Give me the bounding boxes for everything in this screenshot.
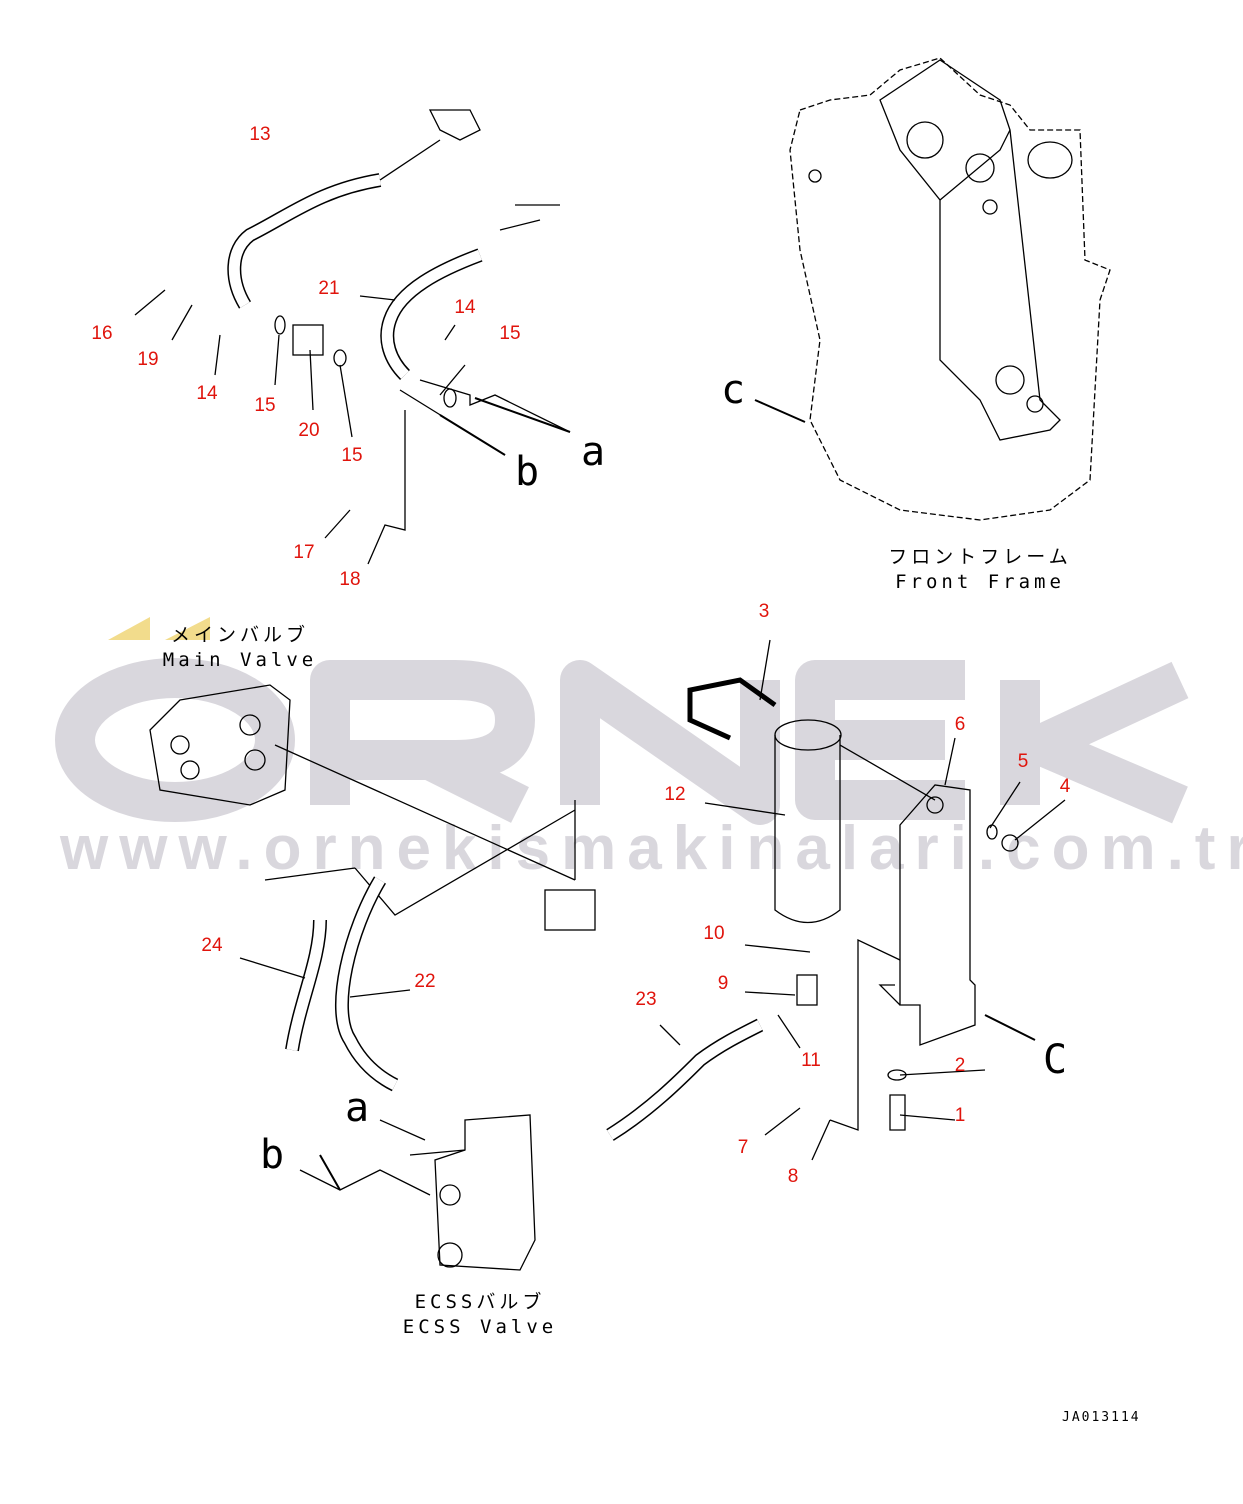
direction-arrows — [319, 397, 1036, 1191]
nut-4 — [1001, 834, 1019, 852]
view-letter-c-target: C — [1042, 1037, 1068, 1083]
o-ring-15 — [274, 315, 286, 335]
hose-22 — [334, 876, 399, 1092]
leader-lines-main-valve — [264, 744, 576, 916]
callout-22: 22 — [414, 971, 436, 992]
leader-lines-ecss — [299, 1119, 466, 1196]
caption-main-valve: メインバルブ Main Valve — [163, 623, 317, 673]
front-frame-drawing — [789, 57, 1111, 521]
o-ring-15 — [333, 349, 347, 367]
caption-ecss-valve-en: ECSS Valve — [402, 1316, 558, 1338]
view-letter-a-target: a — [344, 1085, 370, 1131]
washer-2 — [887, 1069, 907, 1081]
hose-21 — [380, 248, 483, 380]
callout-15: 15 — [254, 395, 276, 416]
o-ring-15 — [443, 388, 457, 408]
watermark-logo-letter — [560, 660, 780, 825]
callout-7: 7 — [737, 1137, 749, 1158]
callout-10: 10 — [703, 923, 725, 944]
callout-19: 19 — [137, 349, 159, 370]
callout-17: 17 — [293, 542, 315, 563]
callout-1: 1 — [954, 1105, 966, 1126]
view-letter-c: c — [720, 367, 746, 413]
watermark-url: www.ornekismakinalari.com.tr — [60, 814, 1243, 883]
callout-23: 23 — [635, 989, 657, 1010]
fitting-9 — [796, 974, 818, 1006]
callout-4: 4 — [1059, 776, 1071, 797]
watermark-logo-letter — [310, 660, 535, 823]
view-letter-a: a — [580, 429, 606, 475]
elbow-fitting — [544, 889, 596, 931]
callout-13: 13 — [249, 124, 271, 145]
caption-ecss-valve: ECSSバルブ ECSS Valve — [403, 1290, 557, 1340]
watermark-logo-letter — [795, 660, 965, 820]
callout-2: 2 — [954, 1055, 966, 1076]
caption-front-frame-jp: フロントフレーム — [888, 546, 1072, 568]
accumulator-drawing — [687, 677, 842, 923]
watermark-logo-letter — [1000, 661, 1189, 824]
flange-20 — [292, 324, 324, 356]
callout-15: 15 — [341, 445, 363, 466]
caption-front-frame: フロントフレーム Front Frame — [888, 545, 1071, 595]
callout-8: 8 — [787, 1166, 799, 1187]
callout-21: 21 — [318, 278, 340, 299]
callout-12: 12 — [664, 784, 686, 805]
callout-14: 14 — [196, 383, 218, 404]
caption-main-valve-en: Main Valve — [162, 649, 318, 671]
leader-lines-right — [704, 639, 1066, 1161]
caption-main-valve-jp: メインバルブ — [170, 624, 310, 646]
callout-24: 24 — [201, 935, 223, 956]
callout-16: 16 — [91, 323, 113, 344]
caption-ecss-valve-jp: ECSSバルブ — [414, 1291, 546, 1313]
ecss-valve-drawing — [434, 1114, 536, 1271]
callout-20: 20 — [298, 420, 320, 441]
leader-lines-top — [134, 289, 571, 565]
bolt-1 — [889, 1094, 906, 1131]
hose-13 — [227, 173, 382, 309]
callout-15: 15 — [499, 323, 521, 344]
callout-11: 11 — [801, 1050, 821, 1071]
callout-3: 3 — [758, 601, 770, 622]
hose-24 — [285, 919, 327, 1052]
watermark-accent-mark — [108, 617, 150, 640]
view-letter-b-target: b — [259, 1132, 285, 1178]
drawing-id: JA013114 — [1062, 1410, 1141, 1425]
callout-6: 6 — [954, 714, 966, 735]
watermark-accent-mark — [165, 617, 210, 640]
bracket-6 — [878, 784, 976, 1046]
view-letter-b: b — [514, 449, 540, 495]
callout-9: 9 — [717, 973, 729, 994]
callout-5: 5 — [1017, 751, 1029, 772]
hose-23 — [606, 1018, 764, 1141]
callout-14: 14 — [454, 297, 476, 318]
fittings-top — [379, 109, 560, 231]
leader-lines-hoses — [239, 957, 681, 1046]
caption-front-frame-en: Front Frame — [895, 571, 1065, 593]
washer-5 — [986, 824, 998, 840]
callout-18: 18 — [339, 569, 361, 590]
watermark-logo-letter — [55, 658, 295, 822]
main-valve-drawing — [149, 684, 291, 806]
